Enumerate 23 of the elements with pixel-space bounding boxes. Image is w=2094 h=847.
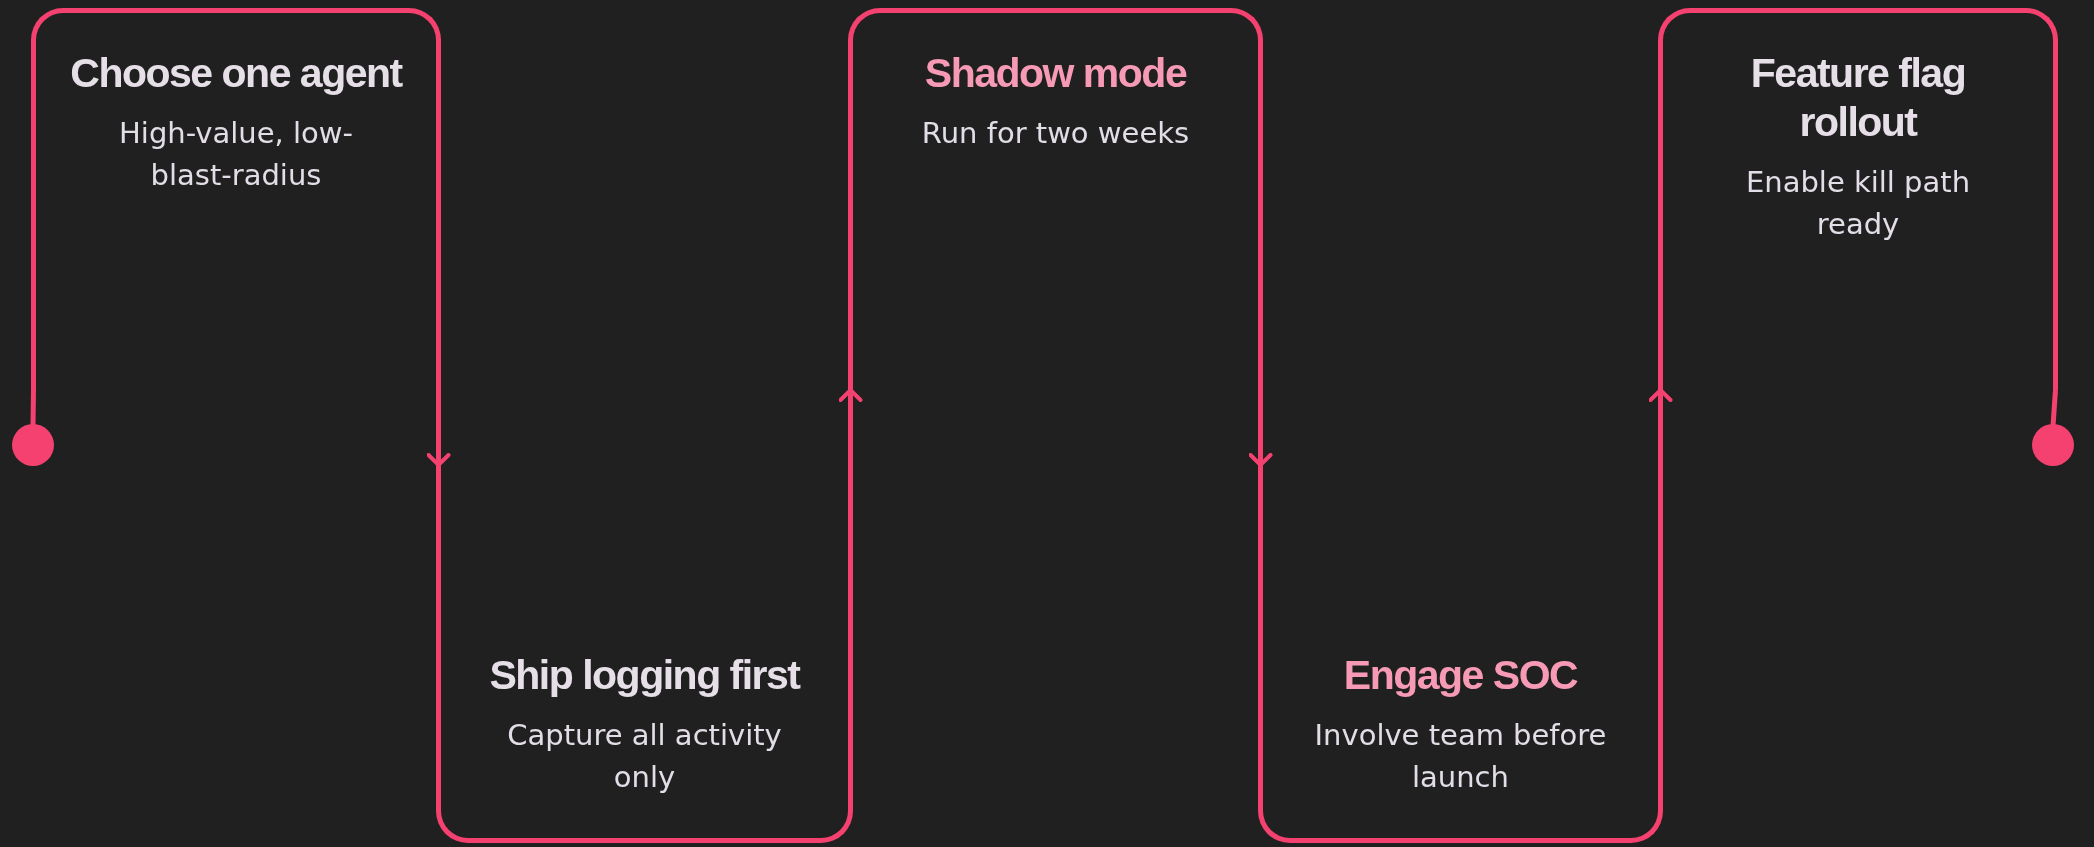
- arrow: [838, 388, 863, 465]
- step-frame: [1658, 8, 2058, 390]
- arrow: [426, 390, 451, 467]
- step-description: Run for two weeks: [921, 115, 1190, 153]
- step-title: Choose one agent: [70, 49, 402, 98]
- connector-line: [2050, 389, 2058, 427]
- arrow: [1248, 390, 1273, 467]
- connector-line: [30, 389, 36, 427]
- step-description: High-value, low-blast-radius: [118, 115, 354, 195]
- step-title: Engage SOC: [1343, 650, 1578, 700]
- step-title: Ship logging first: [489, 650, 800, 700]
- step-title: Shadow mode: [924, 49, 1187, 98]
- endpoint-dot: [2032, 424, 2074, 466]
- step-frame: [436, 465, 853, 843]
- arrow: [1648, 388, 1673, 465]
- step-description: Capture all activity only: [506, 716, 783, 796]
- step-frame: [848, 8, 1263, 390]
- step-title: Feature flag rollout: [1749, 49, 1967, 148]
- step-description: Enable kill path ready: [1744, 164, 1972, 244]
- step-frame: [1258, 465, 1663, 843]
- step-description: Involve team before launch: [1313, 716, 1608, 796]
- step-frame: [31, 8, 441, 390]
- endpoint-dot: [12, 424, 54, 466]
